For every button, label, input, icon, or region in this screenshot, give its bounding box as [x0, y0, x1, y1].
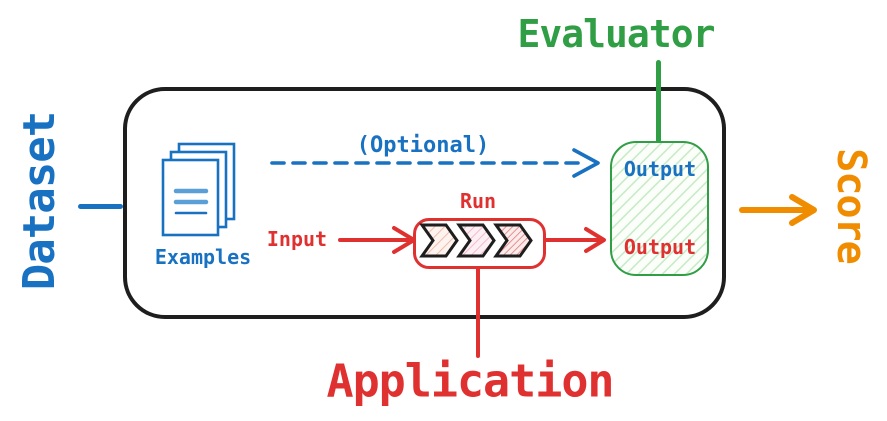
run-label: Run: [459, 189, 497, 213]
score-arrow-icon: [739, 194, 817, 226]
dataset-label: Dataset: [14, 111, 65, 291]
dataset-connector-line: [78, 204, 123, 209]
run-output-arrow-icon: [544, 227, 606, 253]
evaluator-label: Evaluator: [517, 12, 716, 56]
input-arrow-icon: [338, 226, 416, 254]
input-label: Input: [266, 227, 328, 251]
evaluator-output-box: [610, 141, 709, 276]
evaluator-connector-line: [656, 60, 661, 143]
application-label: Application: [326, 354, 614, 408]
application-connector-line: [476, 266, 480, 358]
examples-label: Examples: [154, 245, 252, 269]
evaluator-output-label: Output: [623, 157, 697, 181]
documents-icon: [161, 142, 236, 237]
score-label: Score: [828, 148, 874, 264]
application-output-label: Output: [623, 235, 697, 259]
chevron-pipeline-icon: [419, 223, 533, 258]
dashed-arrow-icon: [270, 148, 600, 178]
optional-label: (Optional): [356, 133, 490, 158]
experiment-box: [123, 87, 726, 319]
